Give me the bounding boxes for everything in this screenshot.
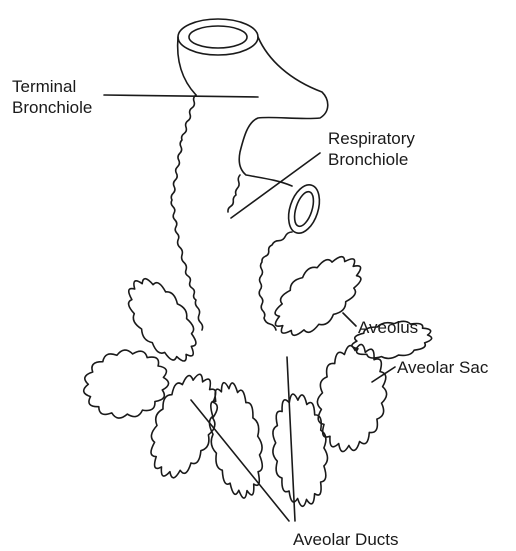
terminal-bronchiole-label-line1: Terminal <box>12 76 92 97</box>
alveolar-ducts-label: Aveolar Ducts <box>293 529 399 550</box>
respiratory-bronchiole-label-line1: Respiratory <box>328 128 415 149</box>
alveolar-cluster-left-sac <box>84 350 169 418</box>
terminal-bronchiole-label: Terminal Bronchiole <box>12 76 92 118</box>
terminal-bronchiole-upper-right <box>239 37 328 186</box>
terminal-bronchiole-left-wall <box>171 95 202 330</box>
respiratory-bronchiole-opening <box>283 181 325 237</box>
respiratory-bronchiole-label: Respiratory Bronchiole <box>328 128 415 170</box>
alveolar-clusters <box>84 257 432 507</box>
respiratory-bronchiole-label-line2: Bronchiole <box>328 149 415 170</box>
alveolar-cluster-lower-right-duct <box>273 394 328 506</box>
bronchiole-right-wall <box>228 175 240 212</box>
alveolus-label: Aveolus <box>358 317 418 338</box>
leader-ducts-1 <box>191 400 289 521</box>
leader-terminal <box>104 95 258 97</box>
terminal-bronchiole-label-line2: Bronchiole <box>12 97 92 118</box>
alveolar-sac-label: Aveolar Sac <box>397 357 488 378</box>
leader-sac <box>372 367 395 382</box>
alveolar-cluster-lower-left-duct <box>151 374 217 478</box>
alveolar-cluster-upper-left-lobe <box>129 279 196 361</box>
terminal-bronchiole-upper-left <box>178 37 196 95</box>
alveolar-cluster-right-lower-sac <box>317 344 386 451</box>
terminal-bronchiole-opening <box>178 19 258 55</box>
alveolar-cluster-lower-middle-duct <box>209 383 262 498</box>
leader-alveolus <box>343 313 356 326</box>
leader-ducts-2 <box>287 357 295 521</box>
alveolar-cluster-upper-right-lobe <box>275 257 361 336</box>
terminal-bronchiole-lumen <box>189 26 247 48</box>
